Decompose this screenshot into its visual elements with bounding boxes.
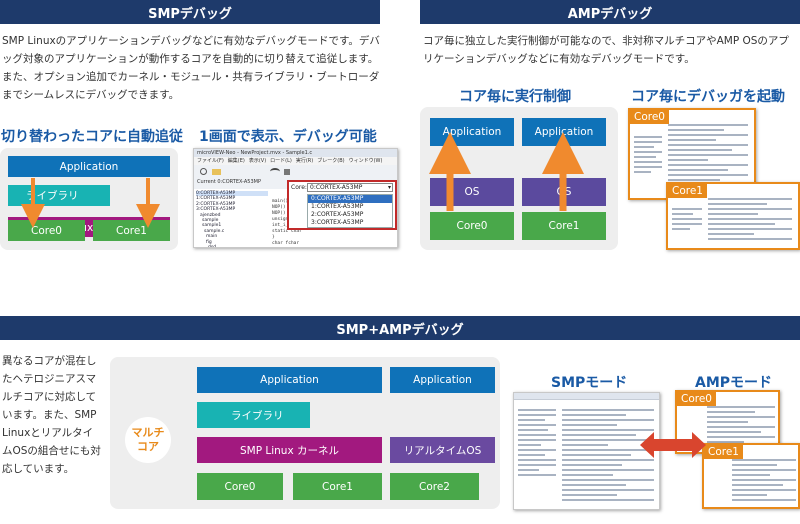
menu-item: 実行(R)	[295, 158, 314, 164]
amp-description: コア毎に独立した実行制御が可能なので、非対称マルチコアやAMP OSのアプリケー…	[423, 35, 789, 65]
mixed-application-rt: Application	[390, 367, 495, 393]
tree-item: fig	[206, 239, 212, 245]
search-icon	[200, 168, 207, 175]
mode-switch-arrow	[640, 432, 706, 458]
menu-item: ロード(L)	[270, 158, 292, 164]
screenshot-tree: 0:CORTEX-A53MP 1:CORTEX-A53MP 2:CORTEX-A…	[196, 191, 268, 248]
step-icon	[270, 168, 280, 175]
code-line: main()	[272, 199, 289, 204]
amp-os-a: OS	[430, 178, 514, 206]
amp-core1: Core1	[522, 212, 606, 240]
code-line: }	[272, 235, 275, 240]
tree-item: sample.c	[204, 228, 225, 234]
core-select-value: 0:CORTEX-A53MP	[310, 184, 363, 191]
tree-item: main	[206, 234, 218, 240]
code-line: NOP()	[272, 205, 286, 210]
menu-item: ブレーク(B)	[317, 158, 345, 164]
menu-item: ファイル(F)	[197, 158, 224, 164]
mixed-header: SMP+AMPデバッグ	[0, 316, 800, 340]
stop-icon	[284, 169, 290, 175]
core-dropdown-callout: Core: 0:CORTEX-A53MP ▾ 0:CORTEX-A53MP 1:…	[287, 180, 397, 230]
folder-icon	[212, 169, 221, 175]
screenshot-menu: ファイル(F) 編集(E) 表示(V) ロード(L) 実行(R) ブレーク(B)…	[194, 157, 397, 165]
core-select[interactable]: 0:CORTEX-A53MP ▾	[307, 183, 393, 192]
amp-header: AMPデバッグ	[420, 0, 800, 24]
amp-core0-tag: Core0	[630, 110, 669, 124]
code-line: int_i_hijk	[272, 223, 300, 228]
smp-subtitle-left: 切り替わったコアに自動追従	[1, 129, 183, 145]
smp-header: SMPデバッグ	[0, 0, 380, 24]
menu-item: ウィンドウ(W)	[348, 158, 383, 164]
chevron-down-icon: ▾	[387, 184, 391, 191]
mixed-library: ライブラリ	[197, 402, 310, 428]
mixed-application-smp: Application	[197, 367, 382, 393]
smp-mode-screenshot	[513, 392, 660, 510]
core-dropdown-label: Core:	[291, 184, 307, 191]
amp-core1-tag: Core1	[668, 184, 707, 198]
tree-item: 1:CORTEX-A53MP	[196, 196, 236, 202]
tree-item: 3:CORTEX-A53MP	[196, 207, 236, 213]
core-dropdown-list: 0:CORTEX-A53MP 1:CORTEX-A53MP 2:CORTEX-A…	[307, 194, 393, 228]
code-line: static char	[272, 229, 302, 234]
core-option[interactable]: 1:CORTEX-A53MP	[311, 203, 364, 210]
tree-item: dsd	[208, 245, 217, 248]
smp-subtitle-right: 1画面で表示、デバッグ可能	[199, 129, 377, 145]
smp-application-block: Application	[8, 156, 170, 177]
amp-arrows	[429, 132, 584, 211]
tree-item: 0:CORTEX-A53MP	[196, 191, 268, 197]
smp-arrows	[21, 178, 160, 228]
amp-subtitle-left: コア毎に実行制御	[459, 89, 571, 105]
core-option[interactable]: 3:CORTEX-A53MP	[311, 219, 364, 226]
current-core-label: Current 0:CORTEX-A53MP	[197, 179, 261, 185]
core-option[interactable]: 0:CORTEX-A53MP	[308, 195, 392, 203]
amp-mode-label: AMPモード	[695, 375, 773, 391]
menu-item: 編集(E)	[227, 158, 245, 164]
mixed-core2: Core2	[390, 473, 479, 500]
amp-subtitle-right: コア毎にデバッガを起動	[631, 89, 785, 105]
amp-mode-core0-tag: Core0	[677, 392, 716, 406]
mixed-core1: Core1	[293, 473, 382, 500]
code-line: char fchar	[272, 241, 300, 246]
mixed-rtos: リアルタイムOS	[390, 437, 495, 463]
amp-mode-core1-tag: Core1	[704, 445, 743, 459]
core-option[interactable]: 2:CORTEX-A53MP	[311, 211, 364, 218]
amp-core0: Core0	[430, 212, 514, 240]
smp-mode-label: SMPモード	[551, 375, 628, 391]
multicore-label: マルチコア	[125, 417, 171, 463]
mixed-description: 異なるコアが混在したヘテロジニアスマルチコアに対応しています。また、SMP Li…	[2, 355, 101, 475]
tree-item: sample1	[202, 223, 222, 229]
mixed-core0: Core0	[197, 473, 283, 500]
double-arrow-icon	[640, 432, 706, 458]
tree-item: ajenzbed	[200, 212, 221, 218]
tree-item: 2:CORTEX-A53MP	[196, 201, 236, 207]
menu-item: 表示(V)	[248, 158, 267, 164]
screenshot-titlebar: microVIEW-Neo - NewProject.mvx - Sample1…	[194, 149, 397, 157]
smp-description: SMP Linuxのアプリケーションデバッグなどに有効なデバッグモードです。デバ…	[2, 35, 380, 101]
code-line: NOP()	[272, 211, 286, 216]
tree-item: sample	[202, 218, 219, 224]
mixed-kernel: SMP Linux カーネル	[197, 437, 382, 463]
